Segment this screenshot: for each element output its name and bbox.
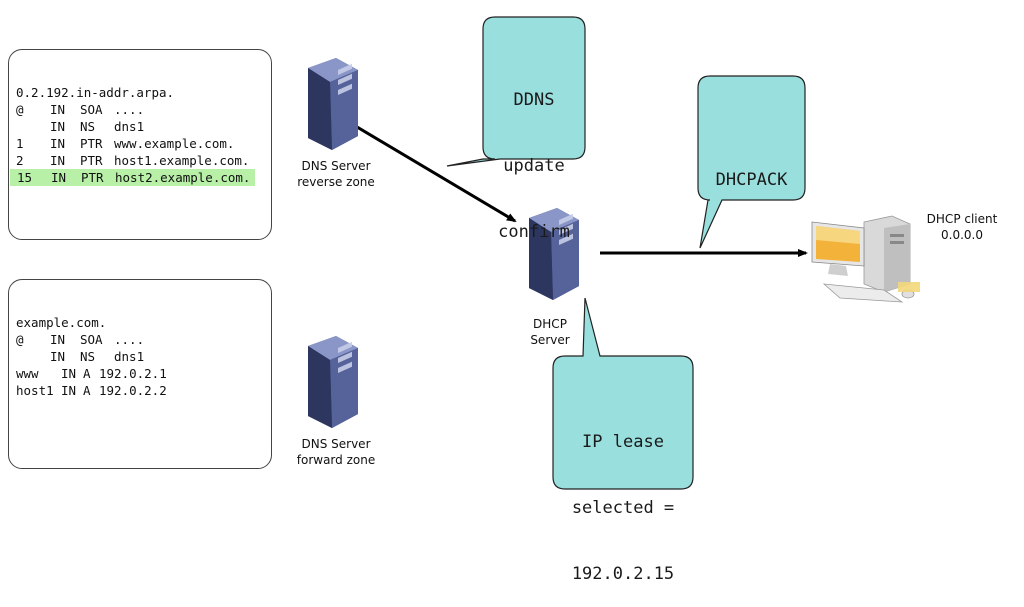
zone-record: @ IN SOA.... [9,331,271,348]
zone-record-field: SOA [80,332,103,347]
zone-record-field: SOA [80,102,103,117]
ddns-line1: DDNS [513,90,555,110]
ip-lease-bubble-text: IP lease selected = 192.0.2.15 [553,387,693,607]
zone-record-field: IN [50,102,66,117]
dhcp-client-label-line2: 0.0.0.0 [941,228,983,242]
zone-record-field: A [83,366,91,381]
ip-lease-bubble [552,297,694,490]
ddns-bubble-text: DDNS update confirm [483,45,585,265]
zone-record-field: example.com. [16,315,107,330]
dns-reverse-label: DNS Server reverse zone [288,158,384,190]
zone-record-field: IN [50,349,66,364]
server-tower-icon [529,208,579,300]
dhcp-server-label-line2: Server [530,333,570,347]
diagram-canvas [351,16,808,490]
zone-record-field: 192.0.2.2 [99,383,167,398]
zone-record-field: PTR [80,153,103,168]
zone-record-field: IN [50,153,66,168]
ip-lease-line2: selected = [571,498,675,518]
dns-forward-label: DNS Server forward zone [288,436,384,468]
zone-record: host1 IN A 192.0.2.2 [9,382,271,399]
zone-record-field: PTR [81,170,104,185]
zone-record-field: dns1 [114,349,145,364]
dhcp-client-label-line1: DHCP client [926,212,998,226]
server-tower-icon [308,336,358,428]
dns-forward-label-line1: DNS Server [301,437,371,451]
zone-record-field: 0.2.192.in-addr.arpa. [16,85,175,100]
zone-record-field: dns1 [114,119,145,134]
zone-record-field: .... [114,102,145,117]
zone-record-field: IN [50,332,66,347]
zone-record-highlighted: 15 IN PTR host2.example.com. [10,169,255,186]
dhcp-server-label: DHCP Server [520,316,580,348]
ddns-bubble [446,16,586,167]
zone-record-field: www [16,366,39,381]
zone-record-field: 192.0.2.1 [99,366,167,381]
dns-forward-label-line2: forward zone [296,453,376,467]
zone-record-field: host2.example.com. [115,170,251,185]
zone-record-field: NS [80,119,96,134]
arrow-dns-to-dhcp [351,122,517,223]
zone-record-field: host1 [16,383,54,398]
dhcpack-line1: DHCPACK [715,170,788,190]
desktop-computer-icon [811,215,920,303]
dhcp-server-label-line1: DHCP [533,317,567,331]
ip-lease-line3: 192.0.2.15 [571,564,675,584]
zone-record-field: @ [16,102,24,117]
zone-record-field: IN [61,366,77,381]
dns-reverse-label-line2: reverse zone [297,175,375,189]
ip-lease-line1: IP lease [582,432,664,452]
zone-record-field: IN [61,383,77,398]
zone-record-field: .... [114,332,145,347]
zone-record: example.com. [9,314,271,331]
dhcp-client-label: DHCP client 0.0.0.0 [912,211,1012,243]
zone-record-field: 15 [17,170,33,185]
zone-record-field: IN [51,170,67,185]
ddns-line3: confirm [498,222,570,242]
zone-record-field: IN [50,136,66,151]
zone-record-field: NS [80,349,96,364]
ddns-line2: update [503,156,565,176]
zone-record: IN NS dns1 [9,348,271,365]
zone-record: www IN A 192.0.2.1 [9,365,271,382]
dns-reverse-label-line1: DNS Server [301,159,371,173]
zone-record: IN NS dns1 [9,118,271,135]
zone-record-field: 2 [16,153,24,168]
zone-record-field: www.example.com. [114,136,235,151]
zone-record-field: A [83,383,91,398]
zone-record: 0.2.192.in-addr.arpa. [9,84,271,101]
dhcpack-bubble [697,75,806,249]
zone-record: 2 IN PTR host1.example.com. [9,152,271,169]
zone-record-field: @ [16,332,24,347]
zone-record-field: 1 [16,136,24,151]
zone-record: 1 IN PTR www.example.com. [9,135,271,152]
zone-record-field: IN [50,119,66,134]
zone-record-field: host1.example.com. [114,153,250,168]
zone-record: @ IN SOA.... [9,101,271,118]
server-tower-icon [308,58,358,150]
dhcpack-bubble-text: DHCPACK [698,125,805,213]
zone-record-field: PTR [80,136,103,151]
